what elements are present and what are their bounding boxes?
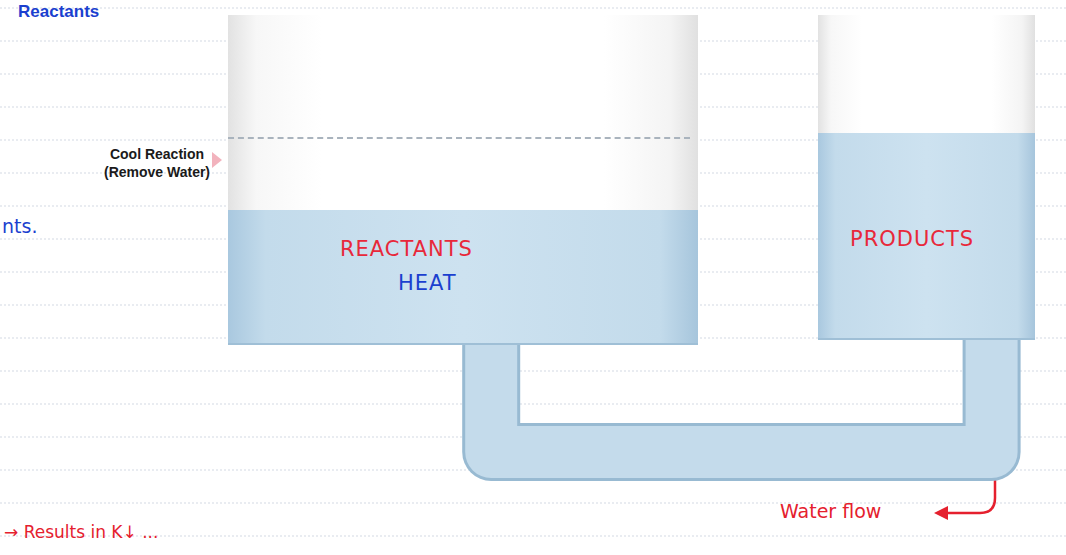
side-note: Reactants	[18, 2, 99, 22]
tank: PRODUCTS	[818, 15, 1035, 340]
side-note: → Results in K↓ ...	[4, 522, 158, 542]
flow-label: Water flow	[780, 500, 881, 522]
tank-label: HEAT	[398, 271, 457, 295]
connecting-tube	[491, 337, 991, 452]
ruled-line	[0, 371, 1066, 372]
ruled-line	[0, 404, 1066, 405]
ruled-line	[0, 8, 1066, 9]
ruled-lines	[0, 8, 1066, 536]
ruled-line	[0, 503, 1066, 504]
arrow-head	[934, 506, 948, 520]
level-dashes	[228, 137, 690, 139]
tube-water	[491, 337, 991, 452]
pointer-arrow	[212, 152, 222, 168]
ruled-line	[0, 536, 1066, 537]
tank-label: PRODUCTS	[850, 227, 974, 251]
side-note: nts.	[2, 215, 37, 237]
tube-wall	[491, 337, 991, 452]
tank-label: REACTANTS	[340, 237, 473, 261]
instruction-text: Cool Reaction (Remove Water)	[98, 146, 216, 181]
tank: REACTANTS HEAT	[228, 15, 698, 345]
water-fill	[228, 210, 698, 345]
